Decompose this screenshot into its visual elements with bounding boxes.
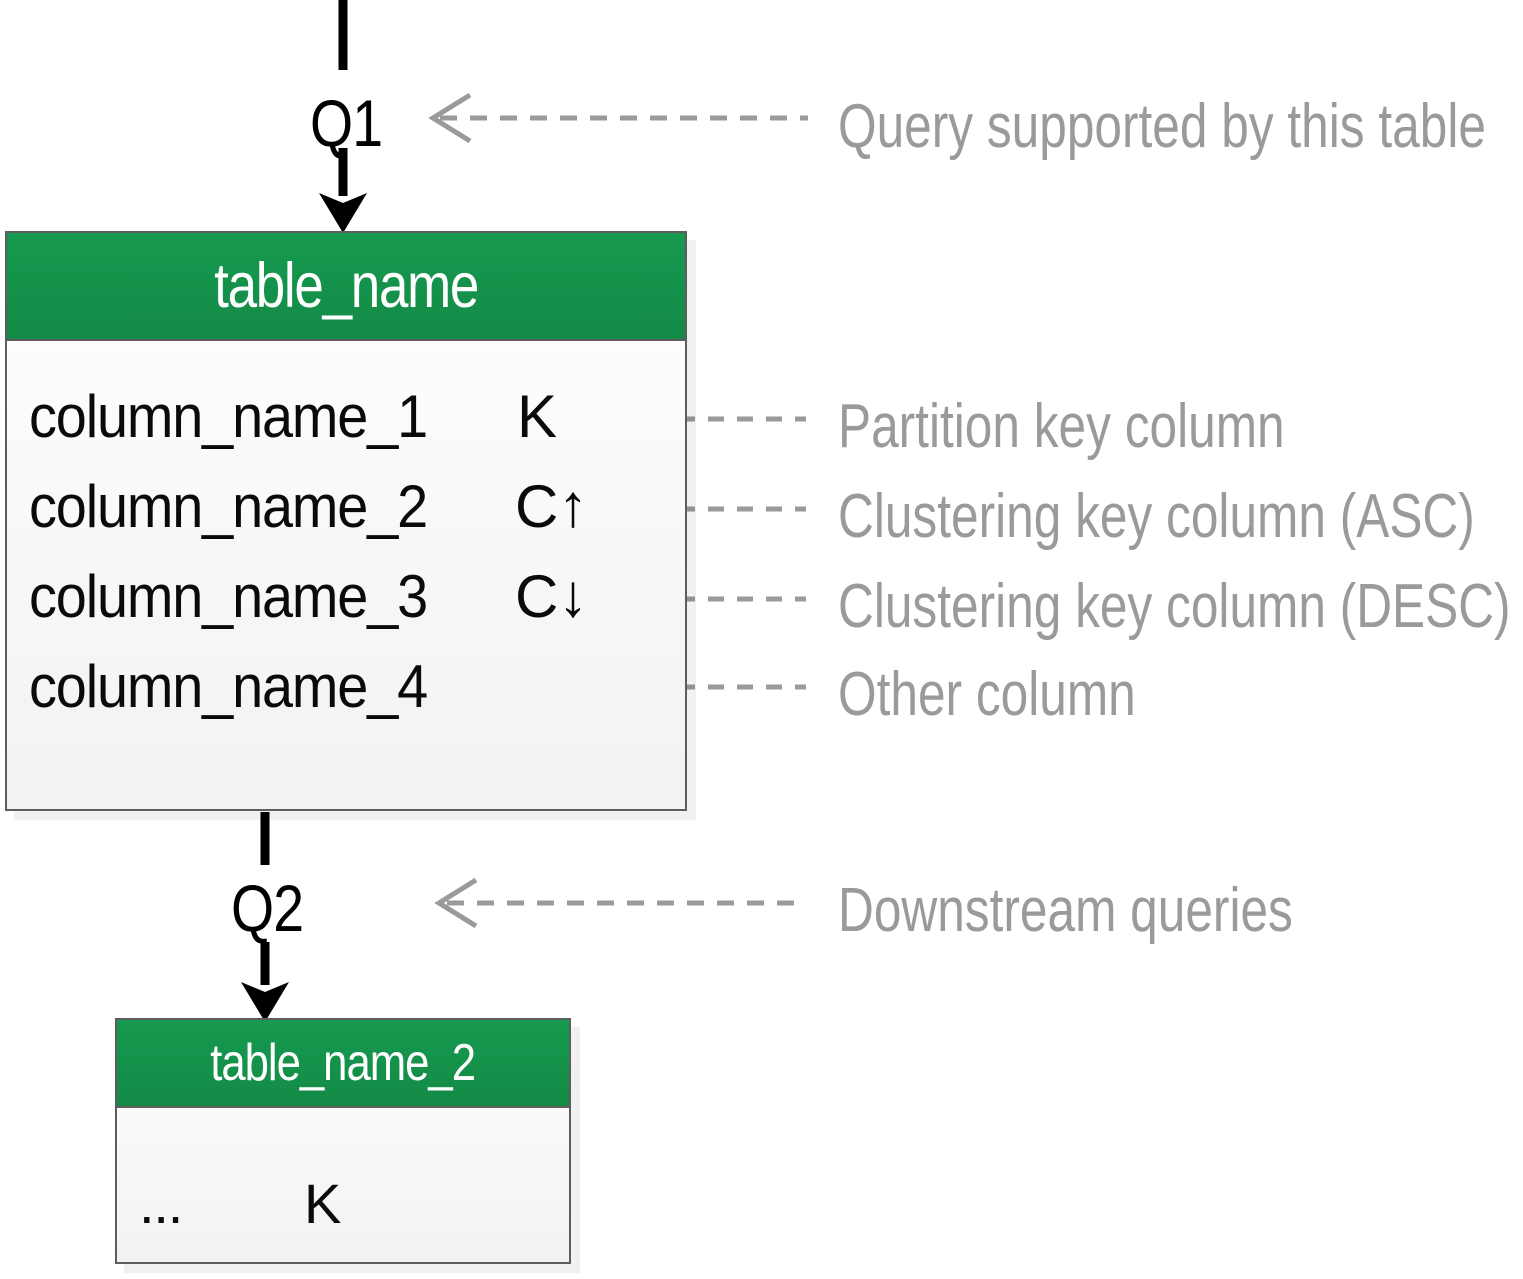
column-name: column_name_2 — [29, 472, 428, 540]
table-body-main: column_name_1 K column_name_2 C↑ column_… — [7, 341, 685, 809]
table-row[interactable]: ... K — [117, 1164, 569, 1242]
table-card-main[interactable]: table_name column_name_1 K column_name_2… — [5, 231, 687, 811]
annotation-query-supported: Query supported by this table — [838, 92, 1486, 161]
annotation-clustering-asc: Clustering key column (ASC) — [838, 482, 1475, 551]
column-key-marker: C↓ — [515, 562, 588, 631]
query-label-q2: Q2 — [231, 871, 304, 945]
table-body-second: ... K — [117, 1108, 569, 1262]
key-letter: K — [517, 382, 557, 450]
column-key-marker: K — [304, 1171, 341, 1236]
key-letter: C — [515, 562, 558, 630]
column-name: ... — [139, 1171, 183, 1235]
annotation-other-column: Other column — [838, 660, 1136, 729]
table-header-main: table_name — [7, 233, 685, 341]
annotation-downstream-queries: Downstream queries — [838, 876, 1293, 945]
leader-q1-annotation — [428, 92, 808, 144]
column-name: column_name_1 — [29, 382, 428, 450]
sort-direction-icon: ↓ — [558, 562, 588, 629]
table-title: table_name — [214, 251, 479, 321]
table-title-second: table_name_2 — [210, 1034, 477, 1092]
key-letter: K — [304, 1171, 341, 1235]
annotation-clustering-desc: Clustering key column (DESC) — [838, 572, 1511, 641]
column-key-marker: C↑ — [515, 472, 588, 541]
table-row[interactable]: column_name_2 C↑ — [7, 461, 685, 551]
annotation-partition-key: Partition key column — [838, 392, 1285, 461]
column-key-marker: K — [517, 382, 558, 451]
table-row[interactable]: column_name_4 — [7, 641, 685, 731]
column-name: column_name_3 — [29, 562, 428, 630]
table-card-second[interactable]: table_name_2 ... K — [115, 1018, 571, 1264]
table-row[interactable]: column_name_3 C↓ — [7, 551, 685, 641]
column-name: column_name_4 — [29, 652, 428, 720]
leader-q2-annotation — [434, 877, 806, 929]
table-header-second: table_name_2 — [117, 1020, 569, 1108]
table-row[interactable]: column_name_1 K — [7, 371, 685, 461]
sort-direction-icon: ↑ — [558, 472, 588, 539]
query-label-q1: Q1 — [310, 86, 383, 160]
key-letter: C — [515, 472, 558, 540]
